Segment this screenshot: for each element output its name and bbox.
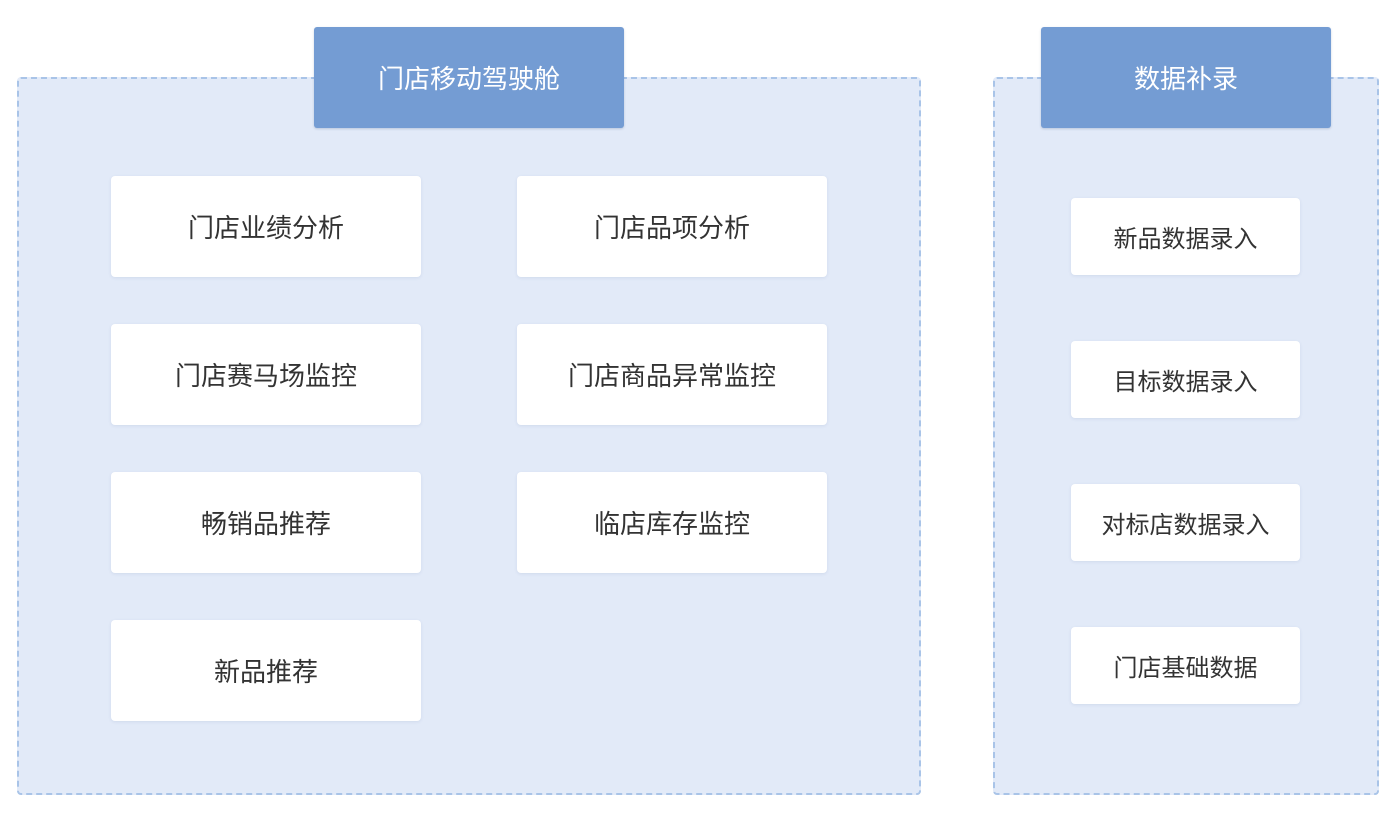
store-basic-data-card[interactable]: 门店基础数据 xyxy=(1071,627,1300,704)
data-supplement-group-title: 数据补录 xyxy=(1041,27,1331,128)
nearby-store-inventory-monitor-card[interactable]: 临店库存监控 xyxy=(517,472,827,573)
new-product-recommendation-card[interactable]: 新品推荐 xyxy=(111,620,421,721)
store-performance-analysis-card[interactable]: 门店业绩分析 xyxy=(111,176,421,277)
store-racecourse-monitor-card[interactable]: 门店赛马场监控 xyxy=(111,324,421,425)
bestseller-recommendation-card[interactable]: 畅销品推荐 xyxy=(111,472,421,573)
store-item-analysis-card[interactable]: 门店品项分析 xyxy=(517,176,827,277)
target-data-entry-card[interactable]: 目标数据录入 xyxy=(1071,341,1300,418)
benchmark-store-data-entry-card[interactable]: 对标店数据录入 xyxy=(1071,484,1300,561)
store-product-anomaly-monitor-card[interactable]: 门店商品异常监控 xyxy=(517,324,827,425)
mobile-cockpit-group-title: 门店移动驾驶舱 xyxy=(314,27,624,128)
new-product-data-entry-card[interactable]: 新品数据录入 xyxy=(1071,198,1300,275)
